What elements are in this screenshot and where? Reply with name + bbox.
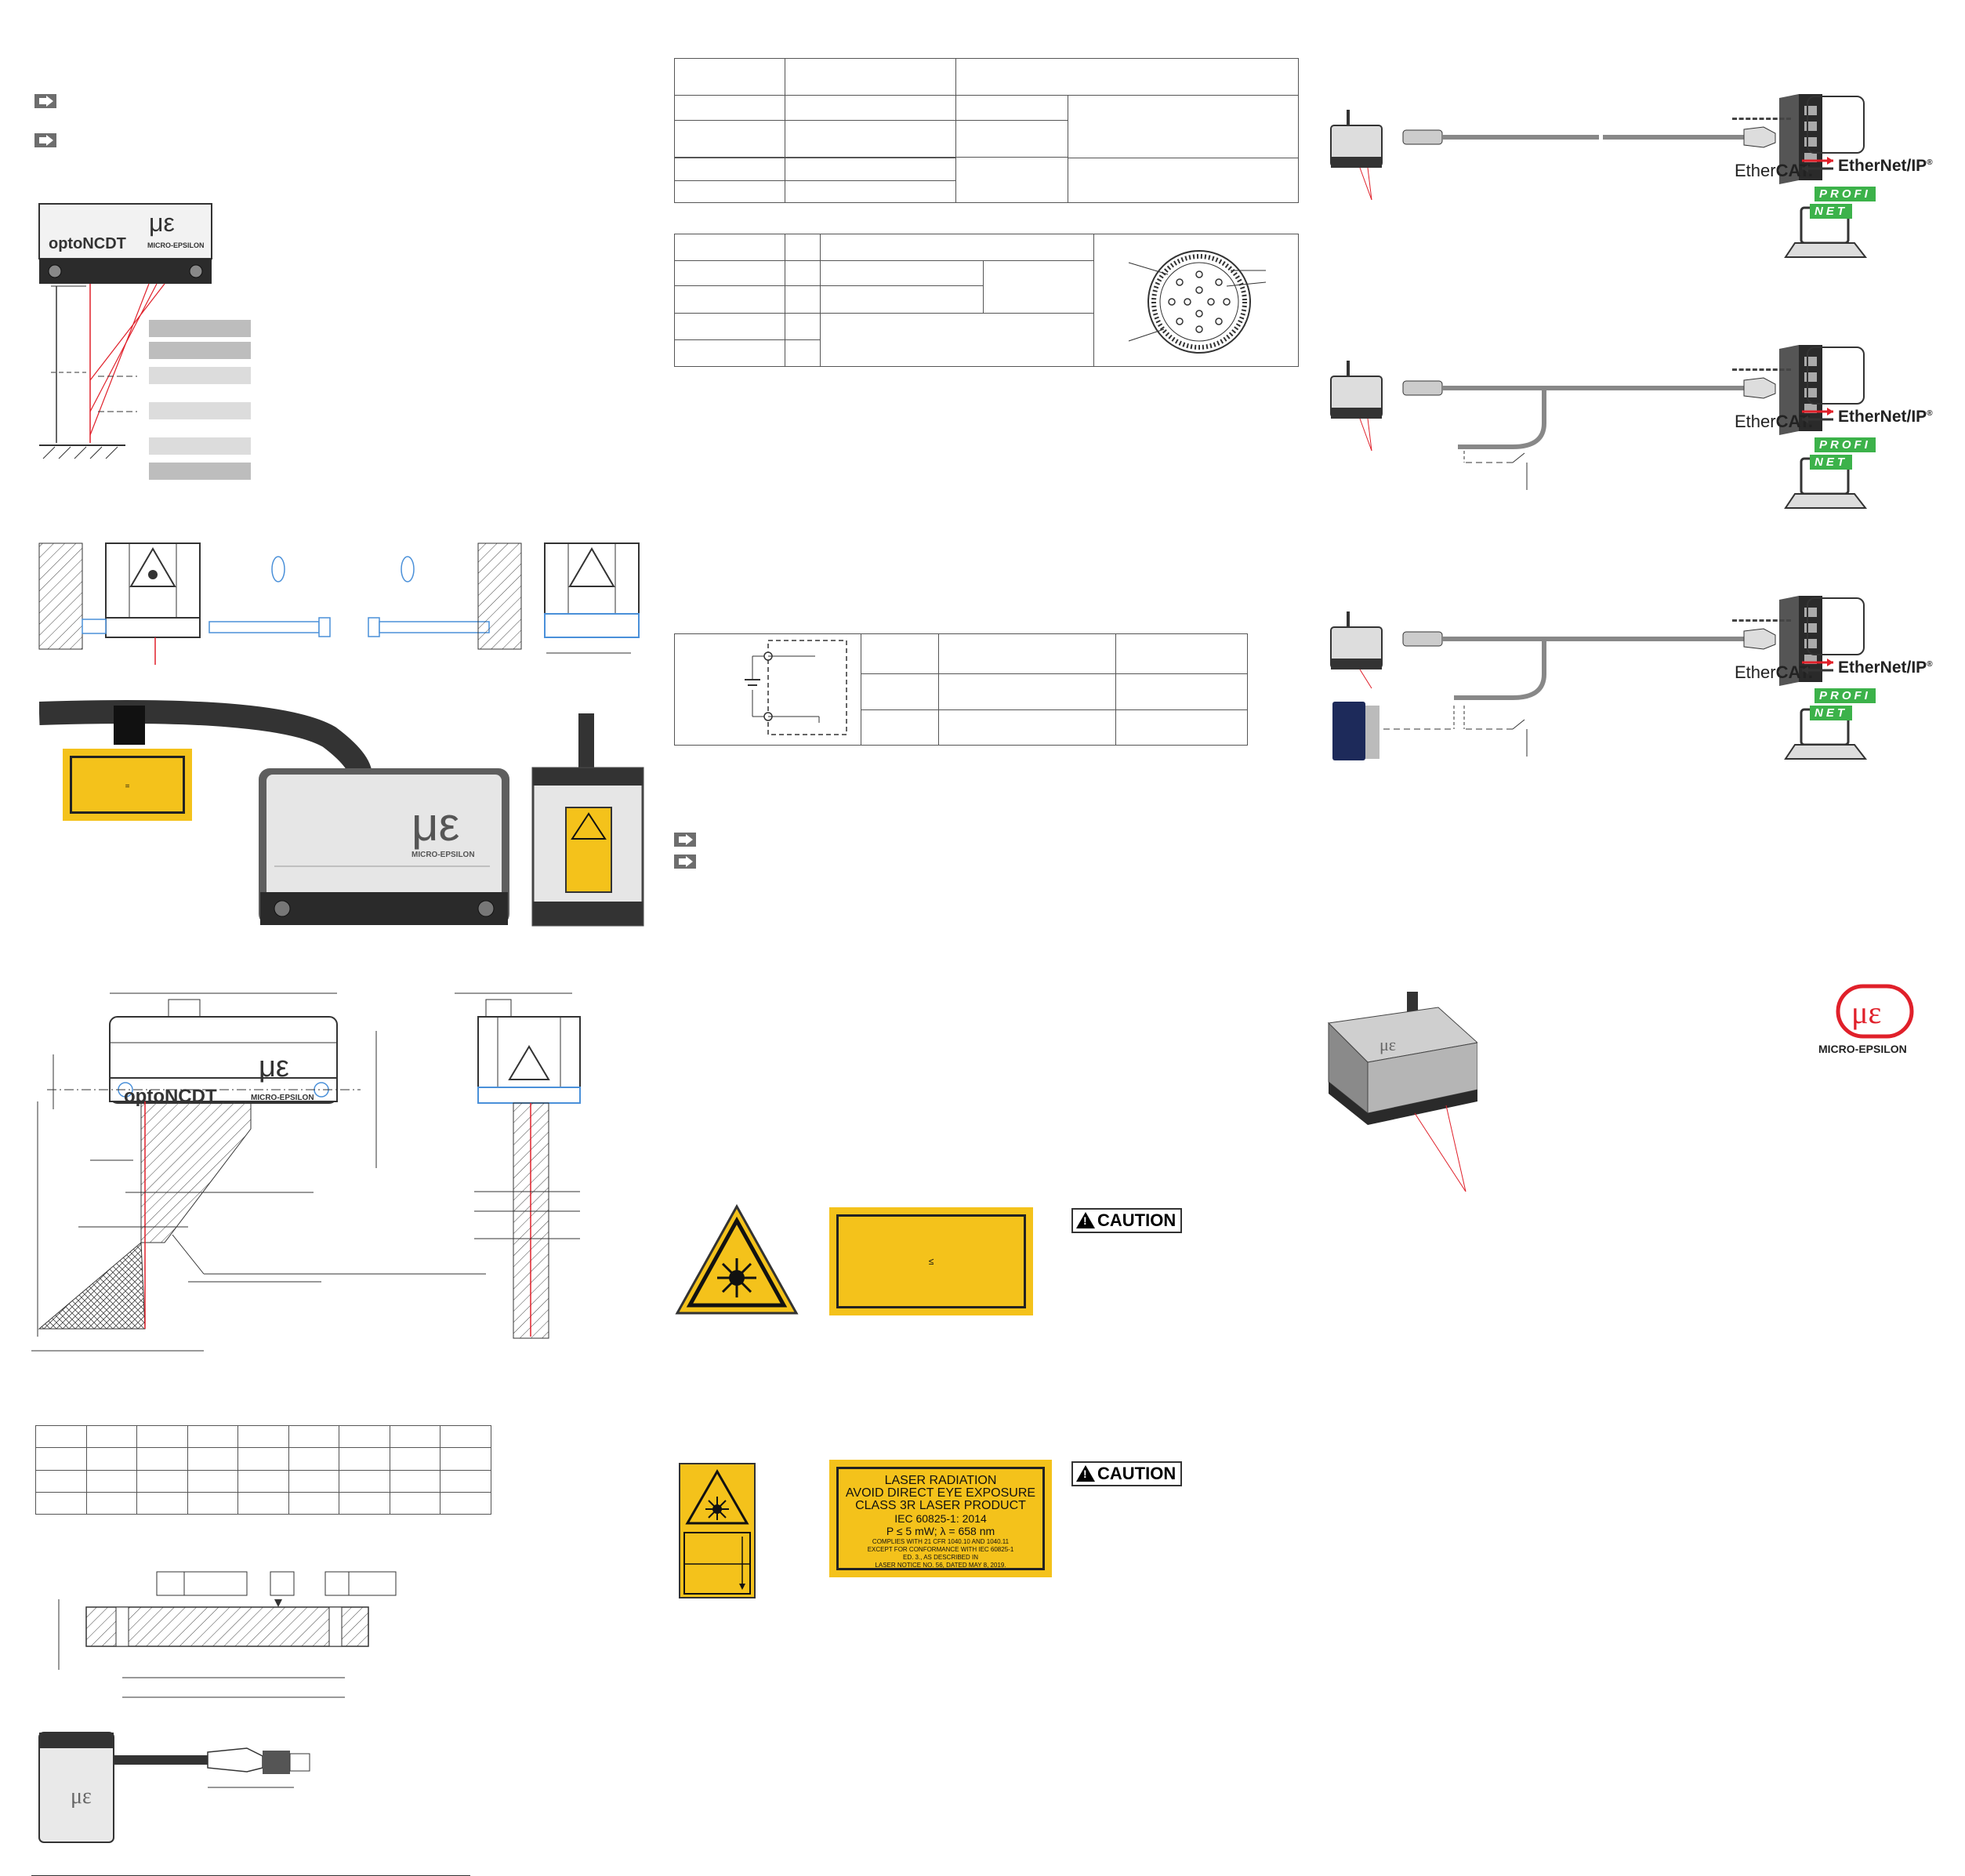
label-line: ED. 3., AS DESCRIBED IN <box>902 1554 979 1561</box>
arrow-right-icon <box>674 833 696 847</box>
arrow-right-icon <box>674 855 696 869</box>
label-line: LASER RADIATION <box>884 1474 997 1487</box>
ethercat-logo: EtherCAT. <box>1735 412 1813 431</box>
network-link <box>1732 368 1791 371</box>
svg-text:με: με <box>1379 1035 1396 1054</box>
connector-pinout-icon <box>1128 250 1267 354</box>
svg-text:με: με <box>71 1784 92 1809</box>
network-switch-icon <box>1779 94 1822 184</box>
product-name-label: optoNCDT <box>124 1086 217 1107</box>
sensor-with-cable-illustration <box>39 700 644 927</box>
measuring-range-diagram <box>38 203 212 459</box>
laser-warning-icon <box>679 1463 756 1598</box>
dimensional-drawing <box>31 992 581 1352</box>
arrow-right-icon <box>34 133 56 147</box>
dimensions-table <box>35 1424 491 1515</box>
laser-warning-icon <box>675 1203 799 1315</box>
svg-text:με: με <box>1851 995 1881 1030</box>
ethernetip-logo: EtherNet/IP® <box>1838 408 1933 426</box>
profinet-logo: PROFI NET <box>1797 187 1876 221</box>
device-box <box>1807 96 1865 154</box>
label-symbol: = <box>125 782 130 791</box>
label-line: CLASS 3R LASER PRODUCT <box>855 1499 1026 1512</box>
micro-epsilon-logo: με MICRO-EPSILON <box>1818 984 1928 1062</box>
mounting-diagram <box>38 542 640 665</box>
caution-badge: CAUTION <box>1071 1461 1183 1486</box>
mounting-surface-drawing <box>58 1571 397 1698</box>
protocol-arrows-icon <box>1802 659 1833 674</box>
protocol-arrows-icon <box>1802 408 1833 423</box>
product-name-label: optoNCDT <box>49 235 126 252</box>
company-logo-text: με <box>149 209 175 237</box>
company-logo-text: με <box>259 1050 289 1083</box>
label-line: P ≤ 5 mW; λ = 658 nm <box>886 1525 995 1537</box>
company-name-label: MICRO-EPSILON <box>411 851 475 859</box>
ethernetip-logo: EtherNet/IP® <box>1838 157 1933 175</box>
label-line: LASER NOTICE NO. 56, DATED MAY 8, 2019. <box>875 1562 1006 1569</box>
switching-output-table <box>674 633 1248 746</box>
network-link <box>1732 619 1791 622</box>
range-band <box>149 367 251 384</box>
sensor-icon <box>1330 110 1383 201</box>
warning-triangle-icon <box>1076 1465 1095 1482</box>
range-band <box>149 437 251 455</box>
label-line: IEC 60825-1: 2014 <box>894 1512 987 1525</box>
network-link <box>1732 118 1791 120</box>
laser-warning-label: = <box>63 749 192 821</box>
me-logo-icon: με <box>1836 984 1914 1039</box>
network-diagram-2 <box>1330 345 1868 509</box>
range-band <box>149 320 251 337</box>
laser-class-label: LASER RADIATION AVOID DIRECT EYE EXPOSUR… <box>829 1460 1052 1577</box>
range-band <box>149 402 251 419</box>
laser-warning-label: ≤ <box>829 1207 1033 1315</box>
connector-cable-drawing: με <box>38 1732 310 1843</box>
protocol-arrows-icon <box>1802 157 1833 172</box>
output-circuit-diagram <box>745 640 847 735</box>
label-symbol: ≤ <box>928 1256 934 1267</box>
device-box <box>1807 347 1865 405</box>
profinet-logo: PROFI NET <box>1797 437 1876 472</box>
arrow-right-icon <box>34 94 56 108</box>
range-band <box>149 342 251 359</box>
sensor-icon <box>1330 361 1383 452</box>
label-line: COMPLIES WITH 21 CFR 1040.10 AND 1040.11 <box>872 1538 1010 1545</box>
sensor-icon <box>1330 611 1383 689</box>
warning-triangle-icon <box>1076 1212 1095 1228</box>
company-name-label: MICRO-EPSILON <box>251 1094 314 1102</box>
sensor-product-illustration: με <box>1327 992 1477 1192</box>
caution-badge: CAUTION <box>1071 1208 1183 1233</box>
device-box <box>1807 597 1865 655</box>
company-name-label: MICRO-EPSILON <box>147 241 205 249</box>
ethernetip-logo: EtherNet/IP® <box>1838 659 1933 677</box>
network-diagram-1 <box>1330 94 1868 258</box>
specification-table <box>674 58 1299 203</box>
power-supply-icon <box>1332 702 1379 760</box>
range-band <box>149 463 251 480</box>
label-line: EXCEPT FOR CONFORMANCE WITH IEC 60825-1 <box>867 1546 1014 1553</box>
label-line: AVOID DIRECT EYE EXPOSURE <box>845 1486 1036 1500</box>
company-logo-text: με <box>411 798 460 851</box>
network-switch-icon <box>1779 596 1822 686</box>
profinet-logo: PROFI NET <box>1797 688 1876 723</box>
